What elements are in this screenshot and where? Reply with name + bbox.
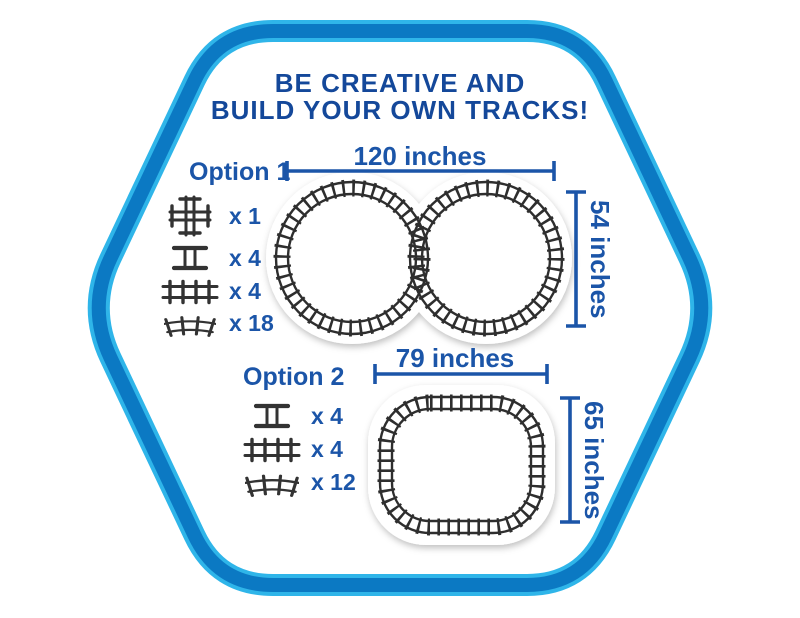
figure-eight-inner-rail-left xyxy=(286,192,418,324)
oval-outer-rail xyxy=(378,395,545,535)
short-straight-track-icon xyxy=(156,243,224,273)
piece-row: x 12 xyxy=(238,468,356,497)
option2-width-label: 79 inches xyxy=(395,343,515,373)
cross-track-icon xyxy=(156,194,224,238)
piece-row: x 4 xyxy=(238,401,356,431)
title-line-2: BUILD YOUR OWN TRACKS! xyxy=(210,95,590,125)
figure-eight-outer-rail-right xyxy=(408,180,564,336)
piece-count: x 18 xyxy=(229,310,274,336)
figure-eight-ties-right xyxy=(407,179,565,337)
piece-row: x 18 xyxy=(156,310,274,337)
oval-ties xyxy=(377,394,546,536)
option2-height-dimension-line xyxy=(560,396,580,524)
straight-track-icon xyxy=(238,437,306,463)
option-1-label: Option 1 xyxy=(189,158,291,186)
piece-row: x 4 xyxy=(156,243,274,273)
option-2-label: Option 2 xyxy=(243,363,345,391)
piece-count: x 4 xyxy=(229,278,261,304)
figure-eight-track xyxy=(266,172,572,344)
piece-row: x 4 xyxy=(238,436,356,463)
piece-row: x 4 xyxy=(156,278,274,305)
piece-count: x 12 xyxy=(311,469,356,495)
oval-inner-rail xyxy=(390,407,533,523)
curved-track-icon xyxy=(238,468,306,497)
option1-height-label: 54 inches xyxy=(585,199,615,319)
option1-width-dimension-line xyxy=(285,161,556,181)
option2-width-dimension-line xyxy=(373,364,549,384)
piece-count: x 4 xyxy=(229,244,261,271)
dimension-lines xyxy=(285,161,586,524)
piece-count: x 1 xyxy=(229,202,261,229)
piece-row: x 1 xyxy=(156,194,274,238)
option-1-piece-list: x 1 x 4 x 4 xyxy=(156,194,274,342)
hexagon-border xyxy=(87,20,713,596)
figure-eight-inner-rail-right xyxy=(420,192,552,324)
short-straight-track-icon xyxy=(238,401,306,431)
oval-base-shape xyxy=(368,385,555,545)
oval-track xyxy=(368,385,555,545)
figure-eight-base-shape xyxy=(266,172,572,344)
option-2-piece-list: x 4 x 4 x 12 xyxy=(238,401,356,502)
piece-count: x 4 xyxy=(311,436,343,462)
title-line-1: BE CREATIVE AND xyxy=(274,68,526,98)
piece-count: x 4 xyxy=(311,402,343,429)
hexagon-band-stroke xyxy=(91,24,709,592)
straight-track-icon xyxy=(156,279,224,305)
option1-height-dimension-line xyxy=(566,190,586,328)
page-title: BE CREATIVE AND BUILD YOUR OWN TRACKS! xyxy=(0,70,800,124)
curved-track-icon xyxy=(156,310,224,337)
figure-eight-outer-rail-left xyxy=(274,180,430,336)
option1-width-label: 120 inches xyxy=(353,141,487,171)
option2-height-label: 65 inches xyxy=(579,400,609,520)
